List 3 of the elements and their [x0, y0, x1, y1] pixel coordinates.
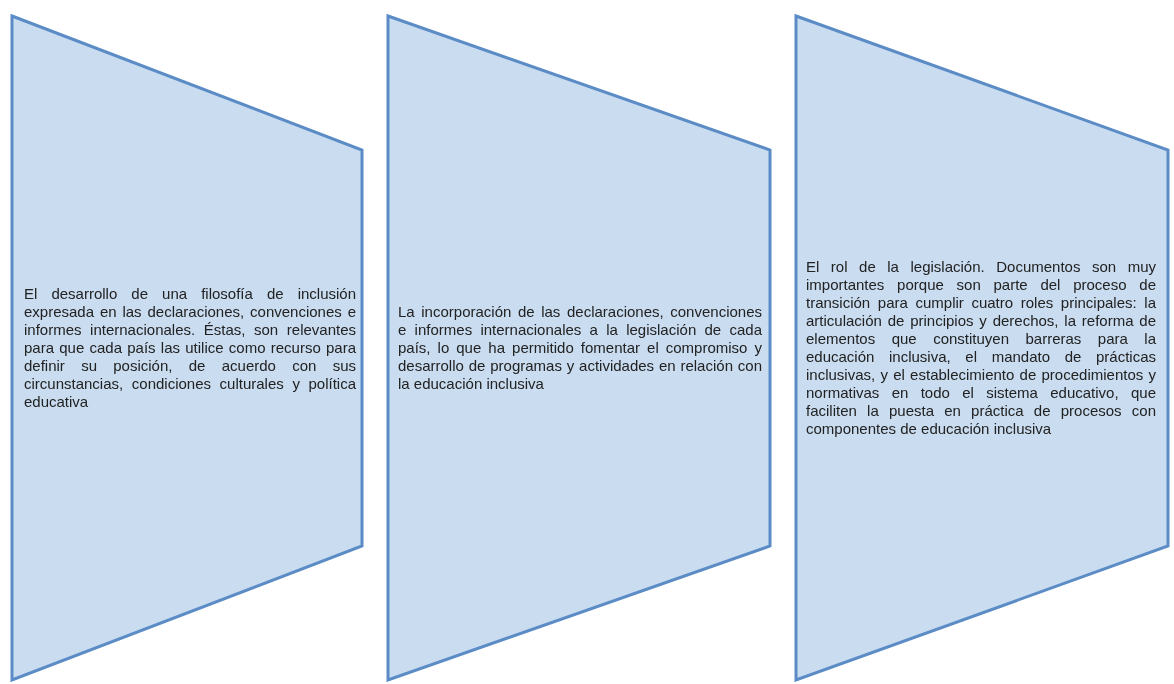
step-description: El rol de la legislación. Documentos son muy importantes porque son parte del proceso de transición para cumplir cuatro roles principales: la articulación de principios y derechos, la reforma de elementos que constituyen barreras para la educación inclusiva, el mandato de prácticas inclusivas, y el establecimiento de procedimientos y normativas en todo el sistema educativo, que faciliten la puesta en práctica de procesos con componentes de educación inclusiva [806, 258, 1156, 438]
step-description: La incorporación de las declaraciones, convenciones e informes internacionales a la legislación de cada país, lo que ha permitido fomentar el compromiso y desarrollo de programas y actividades en relación con la educación inclusiva [398, 303, 762, 393]
step-description: El desarrollo de una filosofía de inclusión expresada en las declaraciones, convenciones e informes internacionales. Éstas, son relevantes para que cada país las utilice como recurso para definir su posición, de acuerdo con sus circunstancias, condiciones culturales y política educativa [24, 285, 356, 411]
